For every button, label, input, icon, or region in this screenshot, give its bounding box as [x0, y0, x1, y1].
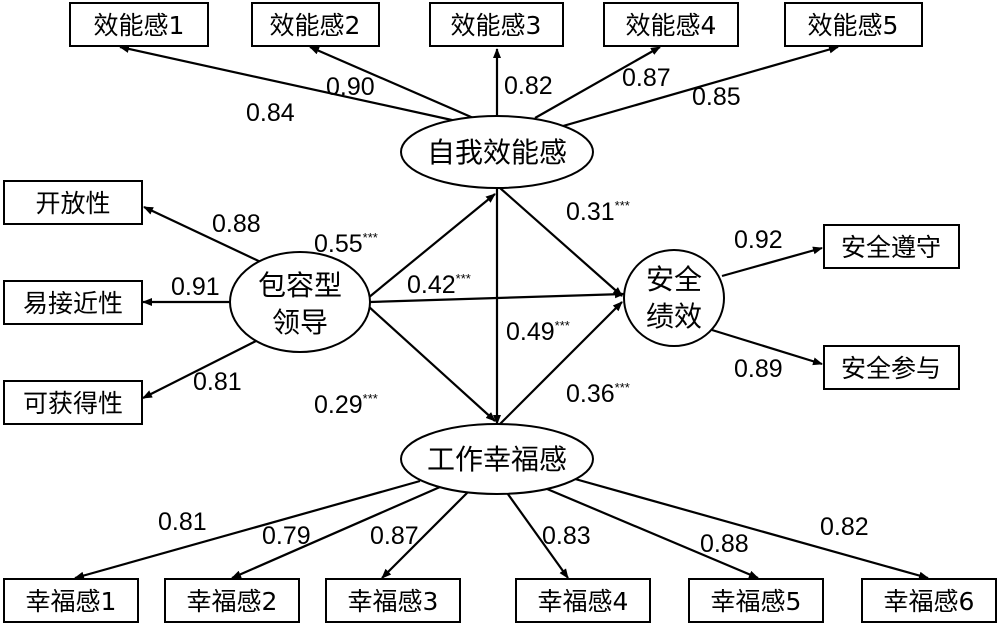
performance-item-2-label: 安全参与 — [841, 354, 941, 383]
leadership-item-2-box — [3, 280, 143, 325]
arrow-performance-item-1 — [721, 246, 823, 278]
loading-efficacy-item-4: 0.87 — [622, 64, 671, 92]
arrow-wellbeing-item-5 — [539, 484, 759, 580]
path-coef-leader-wellbeing: 0.29*** — [314, 391, 378, 419]
wellbeing-item-3-label: 幸福感3 — [348, 587, 439, 616]
performance-item-1-box — [823, 224, 960, 269]
arrow-leader-to-wellbeing — [367, 305, 496, 422]
loading-wellbeing-item-1: 0.81 — [158, 508, 207, 536]
latent-performance-label-line1: 安全 — [646, 263, 702, 296]
loading-performance-item-1: 0.92 — [734, 226, 783, 254]
wellbeing-item-2-box — [164, 578, 300, 623]
efficacy-item-4-box — [603, 2, 739, 47]
path-coef-wellbeing-performance: 0.36*** — [566, 380, 630, 408]
arrow-efficacy-item-2 — [309, 45, 479, 122]
latent-wellbeing-ellipse — [400, 423, 594, 495]
arrow-efficacy-item-5 — [555, 45, 839, 130]
leadership-item-1-box — [3, 180, 143, 225]
loading-leadership-item-2: 0.91 — [171, 273, 220, 301]
wellbeing-item-5-box — [688, 578, 824, 623]
latent-performance-label-line2: 绩效 — [646, 300, 702, 333]
arrow-wellbeing-item-1 — [74, 479, 421, 580]
wellbeing-item-6-label: 幸福感6 — [884, 587, 975, 616]
efficacy-item-3-box — [429, 2, 564, 47]
arrow-leader-to-efficacy — [367, 193, 496, 299]
loading-efficacy-item-2: 0.90 — [326, 73, 375, 101]
leadership-item-3-box — [3, 380, 143, 425]
efficacy-item-1-label: 效能感1 — [94, 11, 185, 40]
latent-performance-ellipse — [623, 249, 725, 347]
loading-wellbeing-item-4: 0.83 — [542, 522, 591, 550]
wellbeing-item-4-box — [515, 578, 651, 623]
arrow-performance-item-2 — [711, 328, 823, 366]
efficacy-item-3-label: 效能感3 — [451, 11, 542, 40]
wellbeing-item-1-box — [3, 578, 139, 623]
wellbeing-item-6-box — [861, 578, 997, 623]
arrow-wellbeing-item-3 — [381, 489, 471, 579]
loading-leadership-item-1: 0.88 — [212, 210, 261, 238]
arrow-leadership-item-1 — [143, 206, 266, 265]
efficacy-item-2-box — [251, 2, 380, 47]
path-coef-leader-efficacy: 0.55*** — [314, 230, 378, 258]
wellbeing-item-2-label: 幸福感2 — [187, 587, 278, 616]
efficacy-item-5-label: 效能感5 — [808, 11, 899, 40]
leadership-item-1-label: 开放性 — [35, 189, 110, 218]
wellbeing-item-5-label: 幸福感5 — [711, 587, 802, 616]
arrow-wellbeing-item-4 — [504, 489, 569, 579]
latent-efficacy-label: 自我效能感 — [427, 136, 567, 169]
path-coef-efficacy-wellbeing: 0.49*** — [506, 318, 570, 346]
latent-leadership-label-line1: 包容型 — [258, 269, 342, 302]
latent-leadership-ellipse — [229, 251, 371, 353]
arrow-efficacy-to-performance — [499, 187, 623, 297]
latent-wellbeing-label: 工作幸福感 — [427, 443, 567, 476]
performance-item-1-label: 安全遵守 — [841, 233, 941, 262]
path-coef-efficacy-performance: 0.31*** — [566, 198, 630, 226]
latent-efficacy-ellipse — [400, 115, 594, 189]
latent-leadership-label-line2: 领导 — [272, 306, 328, 339]
loading-efficacy-item-5: 0.85 — [692, 83, 741, 111]
arrow-wellbeing-item-6 — [567, 475, 929, 580]
arrow-efficacy-item-1 — [119, 45, 471, 126]
loading-wellbeing-item-3: 0.87 — [370, 522, 419, 550]
path-coef-leader-performance: 0.42*** — [407, 271, 471, 299]
loading-efficacy-item-1: 0.84 — [246, 99, 295, 127]
wellbeing-item-3-box — [325, 578, 461, 623]
leadership-item-2-label: 易接近性 — [23, 289, 123, 318]
arrow-leadership-item-3 — [142, 339, 259, 399]
efficacy-item-5-box — [784, 2, 923, 47]
wellbeing-item-1-label: 幸福感1 — [26, 587, 117, 616]
loading-wellbeing-item-6: 0.82 — [820, 513, 869, 541]
loading-performance-item-2: 0.89 — [734, 355, 783, 383]
loading-leadership-item-3: 0.81 — [193, 368, 242, 396]
loading-wellbeing-item-5: 0.88 — [700, 530, 749, 558]
leadership-item-3-label: 可获得性 — [23, 389, 123, 418]
arrow-wellbeing-item-2 — [231, 485, 441, 580]
arrow-wellbeing-to-performance — [499, 301, 623, 425]
performance-item-2-box — [823, 345, 960, 390]
wellbeing-item-4-label: 幸福感4 — [538, 587, 629, 616]
loading-wellbeing-item-2: 0.79 — [262, 522, 311, 550]
efficacy-item-1-box — [69, 2, 209, 47]
arrow-efficacy-item-4 — [534, 46, 661, 119]
efficacy-item-4-label: 效能感4 — [626, 11, 717, 40]
efficacy-item-2-label: 效能感2 — [270, 11, 361, 40]
loading-efficacy-item-3: 0.82 — [504, 72, 553, 100]
